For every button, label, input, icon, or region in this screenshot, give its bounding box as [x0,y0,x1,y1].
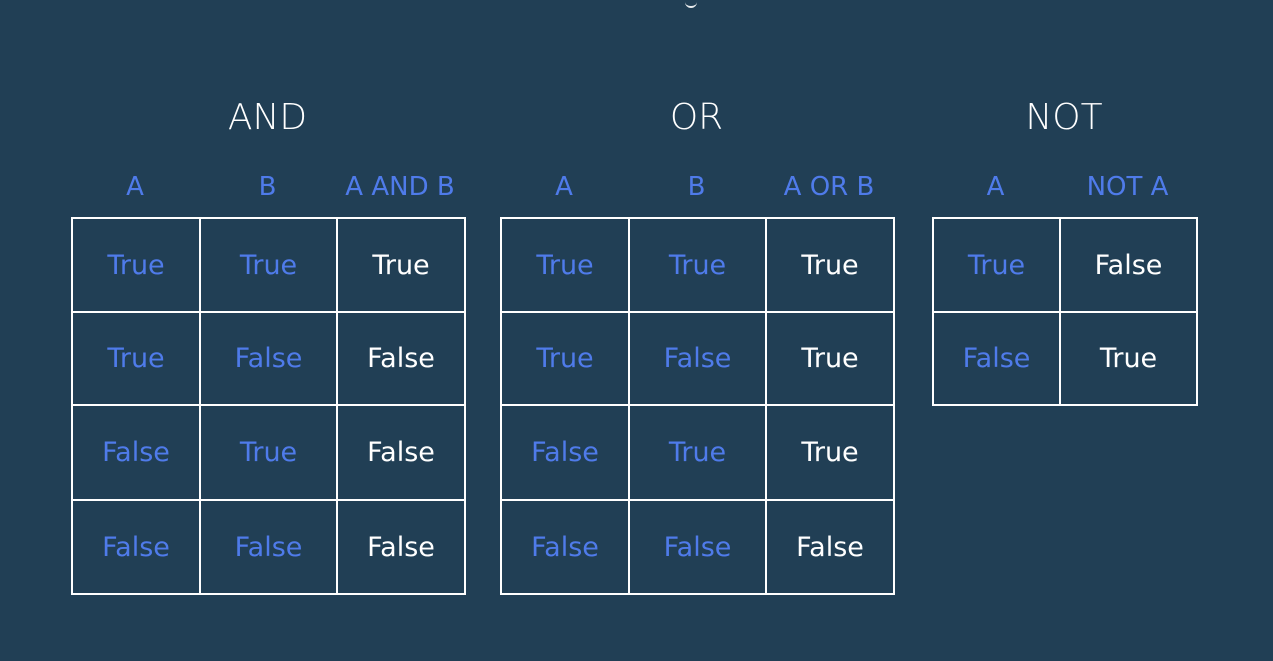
and-cell-b: True [199,404,338,501]
not-header-a: A [986,172,1005,202]
table-row: False True True [500,404,895,501]
or-cell-b: False [628,499,767,595]
table-row: True True True [71,217,466,313]
or-cell-b: True [628,404,767,501]
or-cell-result: True [765,217,895,313]
and-title: AND [227,97,308,138]
and-cell-result: False [336,499,466,595]
or-truth-table: True True True True False True False Tru… [500,217,895,595]
and-cell-b: False [199,499,338,595]
table-row: False False False [500,499,895,595]
or-title: OR [669,97,724,138]
not-cell-a: False [932,311,1061,406]
not-truth-table: True False False True [932,217,1198,406]
table-row: False True [932,311,1198,406]
or-cell-a: False [500,499,630,595]
or-cell-a: True [500,217,630,313]
table-row: True False [932,217,1198,313]
and-truth-table: True True True True False False False Tr… [71,217,466,595]
or-cell-result: False [765,499,895,595]
and-header-a: A [126,172,144,202]
not-header-result: NOT A [1086,172,1169,202]
or-cell-result: True [765,311,895,406]
or-header-a: A [555,172,573,202]
table-row: False True False [71,404,466,501]
or-header-result: A OR B [783,172,875,202]
and-cell-result: False [336,404,466,501]
table-row: True True True [500,217,895,313]
table-row: False False False [71,499,466,595]
and-cell-result: True [336,217,466,313]
or-cell-result: True [765,404,895,501]
and-header-result: A AND B [345,172,455,202]
or-cell-b: True [628,217,767,313]
and-cell-b: False [199,311,338,406]
and-header-b: B [258,172,277,202]
or-cell-b: False [628,311,767,406]
not-cell-a: True [932,217,1061,313]
and-cell-a: True [71,311,201,406]
not-cell-result: True [1059,311,1198,406]
or-header-b: B [687,172,706,202]
or-cell-a: False [500,404,630,501]
not-title: NOT [1025,97,1103,138]
and-cell-result: False [336,311,466,406]
and-cell-a: False [71,499,201,595]
and-cell-a: False [71,404,201,501]
cropped-title-fragment [685,0,697,8]
and-cell-b: True [199,217,338,313]
or-cell-a: True [500,311,630,406]
table-row: True False True [500,311,895,406]
not-cell-result: False [1059,217,1198,313]
and-cell-a: True [71,217,201,313]
table-row: True False False [71,311,466,406]
